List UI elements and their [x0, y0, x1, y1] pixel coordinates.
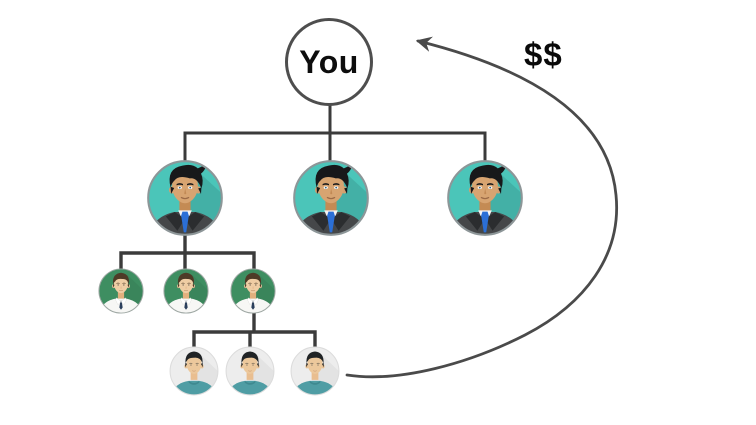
you-node: You	[285, 18, 373, 106]
level3-shirt-avatar-icon	[162, 267, 210, 315]
connector-level2-to-level3	[119, 235, 256, 270]
you-label: You	[299, 43, 359, 80]
level2-businessman-avatar-icon	[445, 158, 525, 238]
level4-sweater-avatar-icon	[224, 345, 276, 397]
level2-businessman-avatar-icon	[291, 158, 371, 238]
money-label: $$	[524, 36, 563, 73]
level4-sweater-avatar-icon	[168, 345, 220, 397]
level2-businessman-avatar-icon	[145, 158, 225, 238]
level3-shirt-avatar-icon	[97, 267, 145, 315]
level4-sweater-avatar-icon	[289, 345, 341, 397]
level3-shirt-avatar-icon	[229, 267, 277, 315]
connector-level3-to-level4	[192, 311, 317, 348]
connector-you-to-level2	[183, 102, 487, 161]
money-arrow	[345, 36, 619, 379]
